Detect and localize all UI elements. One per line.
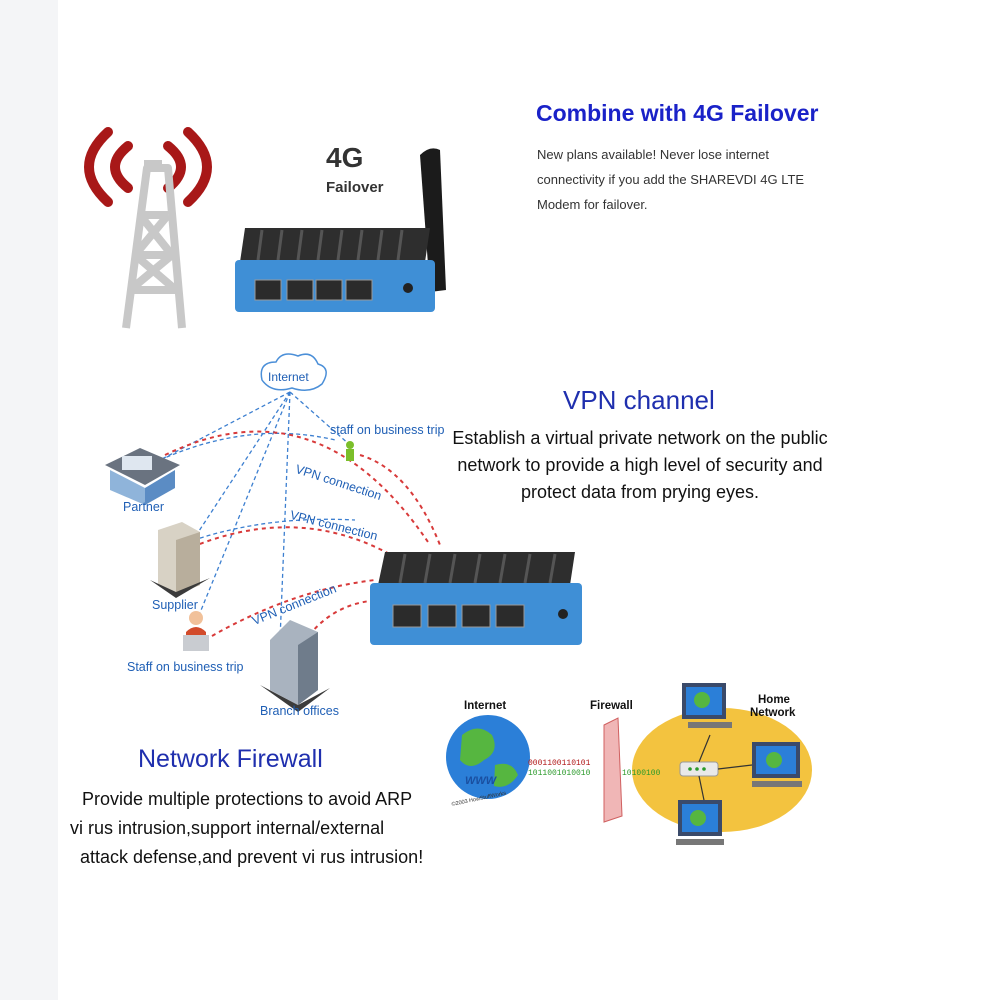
vpn-description: Establish a virtual private network on t… xyxy=(452,428,828,502)
vpn-partner-label: Partner xyxy=(123,500,164,514)
failover-description: New plans available! Never lose internet… xyxy=(537,147,805,212)
vpn-staff-trip-label: Staff on business trip xyxy=(127,660,244,674)
firewall-description: Provide multiple protections to avoid AR… xyxy=(70,785,450,872)
failover-title: Combine with 4G Failover xyxy=(536,100,819,126)
firewall-binary-2: 1011001010010 xyxy=(528,769,591,778)
firewall-desc-line-1: Provide multiple protections to avoid AR… xyxy=(82,789,413,809)
vpn-internet-label: Internet xyxy=(268,370,309,384)
firewall-internet-label: Internet xyxy=(464,700,507,712)
firewall-label: Firewall xyxy=(590,700,633,712)
firewall-desc-line-3: attack defense,and prevent vi rus intrus… xyxy=(80,847,424,867)
failover-badge-text: Failover xyxy=(326,179,384,196)
vpn-supplier-label: Supplier xyxy=(152,598,198,612)
firewall-title: Network Firewall xyxy=(138,745,323,773)
firewall-binary-3: 10100100 xyxy=(622,769,661,778)
failover-badge-4g: 4G xyxy=(326,142,364,173)
home-network-label-line1: Home xyxy=(758,694,790,706)
home-network-label-line2: Network xyxy=(750,707,796,719)
vpn-branch-label: Branch offices xyxy=(260,704,339,718)
vpn-staff-trip-top-label: staff on business trip xyxy=(330,423,445,437)
firewall-binary-1: 0001100110101 xyxy=(528,759,591,768)
firewall-globe-text: WWW xyxy=(465,775,498,787)
firewall-desc-line-2: vi rus intrusion,support internal/extern… xyxy=(70,818,385,838)
page-left-margin xyxy=(0,0,58,1000)
vpn-title: VPN channel xyxy=(563,385,715,415)
